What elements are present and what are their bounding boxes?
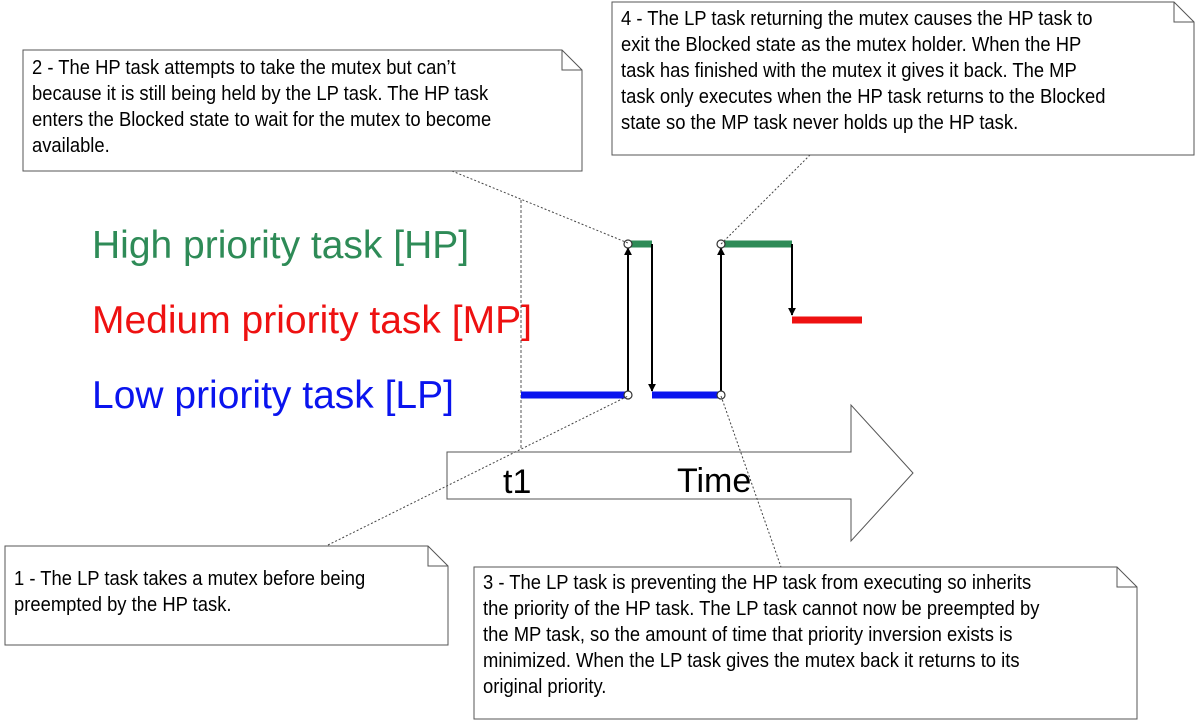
time-axis-arrow — [446, 403, 914, 543]
time-label: Time — [677, 462, 751, 500]
note-3-line: original priority. — [483, 676, 607, 698]
note-2-line: 2 - The HP task attempts to take the mut… — [32, 57, 456, 79]
note-3-line: 3 - The LP task is preventing the HP tas… — [483, 572, 1032, 594]
note-2-text: 2 - The HP task attempts to take the mut… — [32, 55, 491, 159]
note-box-1 — [4, 545, 449, 646]
event-circle-hp-attempt — [623, 239, 633, 249]
high-priority-task-label: High priority task [HP] — [92, 224, 469, 267]
note-3-line: the MP task, so the amount of time that … — [483, 624, 1013, 646]
leader-note-4 — [720, 154, 811, 245]
note-1-line: 1 - The LP task takes a mutex before bei… — [14, 568, 366, 590]
event-circle-lp-mutex-take — [623, 390, 633, 400]
leader-note-2 — [451, 170, 629, 244]
low-priority-task-label: Low priority task [LP] — [92, 374, 454, 417]
note-2-line: enters the Blocked state to wait for the… — [32, 109, 492, 131]
note-4-line: task only executes when the HP task retu… — [621, 86, 1106, 108]
note-4-line: exit the Blocked state as the mutex hold… — [621, 34, 1082, 56]
note-1-line: preempted by the HP task. — [14, 594, 232, 616]
note-4-line: state so the MP task never holds up the … — [621, 112, 1019, 134]
note-4-text: 4 - The LP task returning the mutex caus… — [621, 6, 1105, 136]
note-2-line: available. — [32, 135, 110, 157]
note-3-line: minimized. When the LP task gives the mu… — [483, 650, 1020, 672]
note-box-3 — [473, 566, 1138, 720]
medium-priority-task-label: Medium priority task [MP] — [92, 299, 532, 342]
note-3-line: the priority of the HP task. The LP task… — [483, 598, 1040, 620]
event-circle-lp-mutex-give — [716, 390, 726, 400]
note-box-4 — [611, 1, 1195, 156]
note-box-2 — [22, 49, 583, 172]
note-4-line: 4 - The LP task returning the mutex caus… — [621, 8, 1093, 30]
note-4-line: task has finished with the mutex it give… — [621, 60, 1077, 82]
t1-label: t1 — [503, 463, 531, 501]
note-2-line: because it is still being held by the LP… — [32, 83, 489, 105]
note-1-text: 1 - The LP task takes a mutex before bei… — [14, 566, 365, 618]
note-3-text: 3 - The LP task is preventing the HP tas… — [483, 570, 1039, 700]
